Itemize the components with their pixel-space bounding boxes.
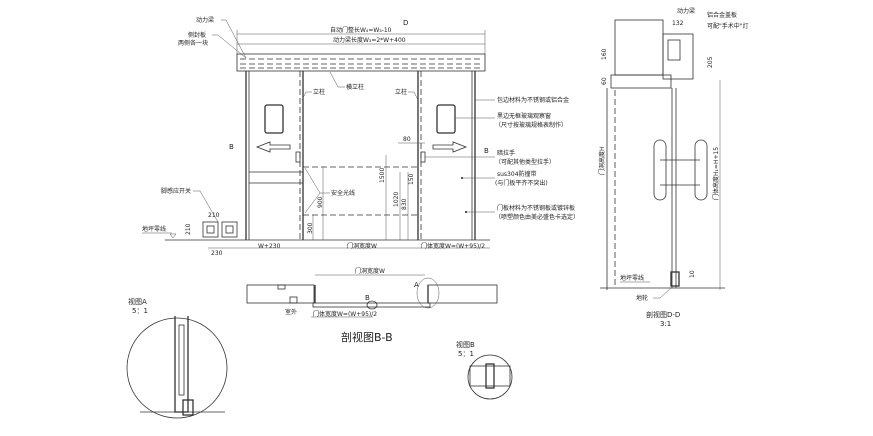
window-note: （尺寸按玻璃规格表制作） bbox=[495, 121, 567, 129]
plan-section-bb: 门洞宽度W B A 室外 门体宽度W=(W+95)/2 剖视图B-B bbox=[246, 267, 498, 344]
d-section-mark: D bbox=[403, 19, 408, 27]
floor-line-label: 地坪零线 bbox=[142, 225, 166, 233]
view-a-title: 视图A bbox=[128, 297, 147, 306]
floor-wheel-label: 地轮 bbox=[636, 294, 648, 302]
beam-housing bbox=[614, 19, 664, 76]
post-label-right: 立柱 bbox=[395, 88, 407, 96]
panel-material-label: 门板材料为不锈钢板或镀锌板 bbox=[497, 204, 575, 212]
wall-left bbox=[246, 284, 315, 304]
dim-900: 900 bbox=[317, 196, 324, 208]
dim-opening-width: 门洞宽度W bbox=[347, 242, 377, 250]
handle-label: 暗拉手 bbox=[497, 149, 515, 157]
light-label: 可配"手术中"灯 bbox=[707, 22, 749, 30]
side-seal-note: 两侧各一块 bbox=[178, 39, 208, 47]
post-label-left: 立柱 bbox=[313, 88, 325, 96]
dim-132: 132 bbox=[672, 20, 684, 27]
view-b-scale: 5：1 bbox=[458, 350, 474, 358]
panel-note: （喷塑颜色由美必盛色卡选定） bbox=[495, 213, 579, 221]
door-length-label: 自动门整长W₄=W₃-10 bbox=[330, 26, 392, 34]
foot-switch-left bbox=[202, 221, 219, 238]
left-observation-window bbox=[264, 104, 284, 134]
dim-300: 300 bbox=[307, 222, 314, 234]
side-seal-label: 侧封板 bbox=[188, 31, 206, 39]
dim-210-width: 210 bbox=[208, 212, 220, 219]
bumper-note: (与门板平齐不突出) bbox=[495, 179, 548, 187]
b-mark: B bbox=[365, 294, 370, 302]
dim-10: 10 bbox=[689, 270, 696, 278]
floor-wheel bbox=[670, 271, 680, 287]
handle-note: （可配其他类型拉手） bbox=[495, 158, 555, 166]
open-left-arrow-icon bbox=[255, 141, 291, 153]
dim-205: 205 bbox=[707, 56, 714, 68]
dim-1500: 1500 bbox=[379, 168, 386, 183]
foot-switch-label: 脚感应开关 bbox=[161, 187, 191, 195]
left-recessed-handle bbox=[295, 151, 301, 163]
dim-60: 60 bbox=[601, 77, 608, 85]
safety-beam-label: 安全光线 bbox=[331, 189, 355, 197]
b-mark-left: B bbox=[229, 143, 234, 151]
door-leaf-plan bbox=[312, 302, 431, 308]
dim-1020: 1020 bbox=[393, 192, 400, 207]
window-label: 黑边无框玻璃观察窗 bbox=[497, 112, 551, 120]
foot-switch-right bbox=[221, 221, 238, 238]
edge-material-label: 包边材料为不锈钢或铝合金 bbox=[497, 96, 569, 104]
beam-length-label: 动力梁长度W₃=2*W+400 bbox=[333, 36, 406, 44]
operator-mechanism bbox=[662, 33, 694, 80]
plan-title: 剖视图B-B bbox=[341, 330, 393, 344]
dd-floor-line-label: 地坪零线 bbox=[620, 274, 644, 282]
view-a-scale: 5：1 bbox=[132, 307, 148, 315]
plan-door-width: 门体宽度W=(W+95)/2 bbox=[313, 310, 377, 318]
section-dd: 动力梁 铝合金盖板 可配"手术中"灯 132 160 60 205 门洞高度H … bbox=[598, 7, 749, 328]
dd-power-beam-label: 动力梁 bbox=[677, 7, 695, 15]
dim-160: 160 bbox=[601, 48, 608, 60]
plan-opening-width: 门洞宽度W bbox=[355, 267, 385, 275]
outdoor-label: 室外 bbox=[285, 308, 297, 316]
detail-a-circle bbox=[416, 277, 440, 309]
dim-830: 830 bbox=[401, 198, 408, 210]
right-observation-window bbox=[436, 104, 456, 134]
dim-door-width: 门体宽度W=(W+95)/2 bbox=[421, 242, 485, 250]
power-beam bbox=[236, 53, 486, 72]
cover-label: 铝合金盖板 bbox=[707, 11, 737, 19]
opening-height-label: 门洞高度H bbox=[598, 146, 606, 175]
dd-title: 剖视图D-D bbox=[646, 310, 680, 319]
dim-150: 150 bbox=[408, 173, 415, 185]
transom-label: 横立柱 bbox=[346, 83, 364, 91]
dd-scale: 3:1 bbox=[660, 320, 671, 328]
door-height-label: 门体高度H₁=H+15 bbox=[712, 147, 720, 200]
detail-view-a: 视图A 5：1 bbox=[126, 297, 228, 419]
view-b-title: 视图B bbox=[456, 340, 475, 349]
power-beam-label: 动力梁 bbox=[196, 16, 214, 24]
handle-right bbox=[694, 139, 708, 201]
bumper-label: sus304防撞带 bbox=[497, 170, 537, 178]
detail-view-b: 视图B 5：1 bbox=[456, 340, 513, 400]
dim-80: 80 bbox=[403, 136, 411, 143]
front-elevation: 自动门整长W₄=W₃-10 动力梁长度W₃=2*W+400 D 动力梁 侧封板 … bbox=[142, 16, 579, 257]
dim-w-plus-230: W+230 bbox=[258, 243, 281, 250]
dim-210-height: 210 bbox=[185, 223, 192, 235]
a-mark: A bbox=[414, 281, 419, 289]
dim-230: 230 bbox=[211, 250, 223, 257]
handle-left bbox=[653, 139, 667, 201]
b-mark-right: B bbox=[484, 147, 489, 155]
open-right-arrow-icon bbox=[432, 141, 468, 153]
detail-b-circle bbox=[366, 300, 378, 310]
right-recessed-handle bbox=[420, 151, 426, 163]
